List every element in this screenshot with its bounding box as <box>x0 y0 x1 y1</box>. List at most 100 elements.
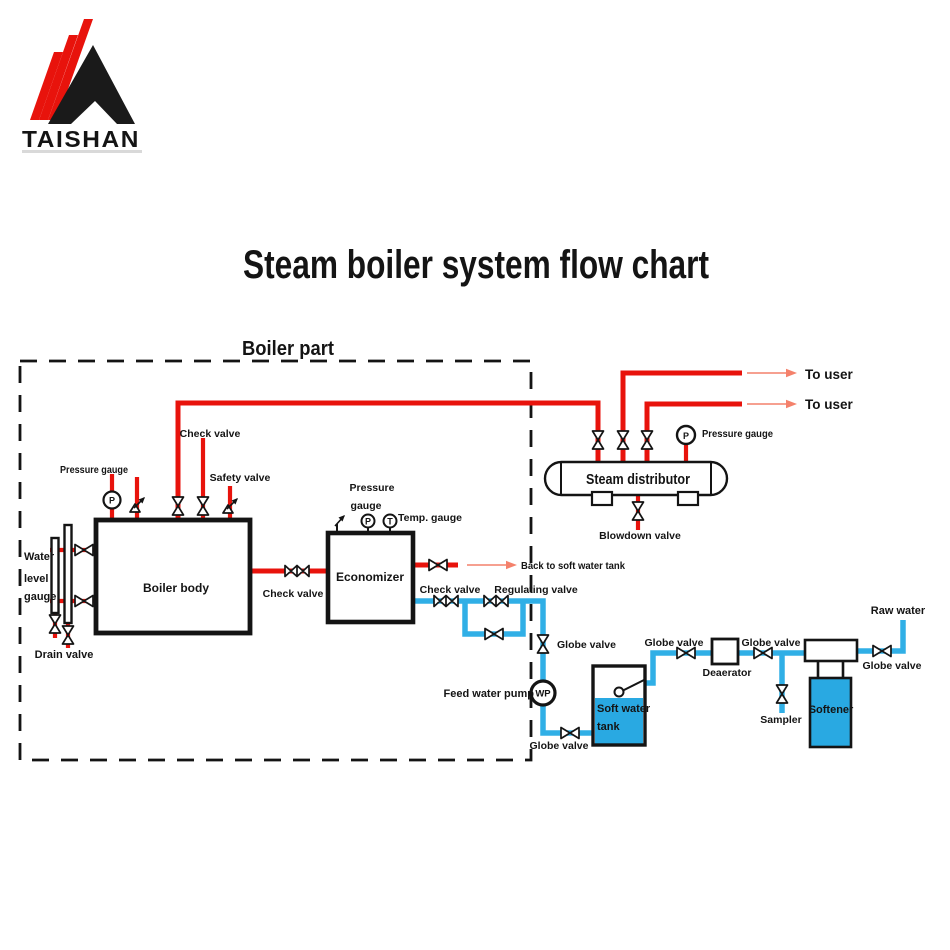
distributor-p-letter: P <box>683 431 689 441</box>
globe-valve-tank-label: Globe valve <box>645 637 704 649</box>
tank-border <box>591 664 647 747</box>
deaerator-label: Deaerator <box>702 667 751 679</box>
soft-water-tank: Soft water tank <box>591 664 651 747</box>
softener-body <box>808 676 853 749</box>
blowdown-valve-label: Blowdown valve <box>599 530 681 542</box>
regulating-valve-label: Regulating valve <box>494 584 578 596</box>
eco-pressure-label-2: gauge <box>351 500 382 512</box>
boiler-part-label: Boiler part <box>242 338 334 360</box>
sampler-label: Sampler <box>760 714 801 726</box>
temp-gauge-label: Temp. gauge <box>398 512 462 524</box>
economizer <box>325 530 416 625</box>
economizer-label: Economizer <box>336 570 404 584</box>
steam-valve-icon-2 <box>196 496 210 516</box>
boiler-pressure-gauge-label: Pressure gauge <box>60 464 128 476</box>
steam-valve-icon-1 <box>171 496 185 516</box>
boiler-p-letter: P <box>109 496 115 506</box>
logo-underline <box>22 150 142 153</box>
raw-water-pipe <box>857 620 906 654</box>
tank-water <box>595 698 643 744</box>
distributor-body <box>543 460 729 497</box>
gauge-tube-2 <box>63 523 73 625</box>
water-level-gauge <box>50 523 73 625</box>
eco-pressure-gauge-icon <box>360 513 376 529</box>
feed-water-pump-icon <box>529 679 557 707</box>
drain-valve-icon-1 <box>48 614 62 634</box>
globe-valve-icon-vertical <box>536 634 550 654</box>
blowdown-valve-icon <box>631 501 645 521</box>
water-level-gauge-label-2: level <box>24 573 48 585</box>
water-level-gauge-label-1: Water <box>24 551 55 563</box>
globe-valve-vertical-label: Globe valve <box>557 639 616 651</box>
flow-direction-arrows <box>467 368 797 570</box>
globe-valve-deaerator-label: Globe valve <box>742 637 801 649</box>
pump-letters: WP <box>535 689 551 700</box>
deaerator <box>710 637 740 666</box>
eco-p-letter: P <box>365 517 371 527</box>
boiler-part-boundary <box>18 359 533 762</box>
boiler-pressure-gauge-icon <box>102 490 122 510</box>
globe-valve-raw-label: Globe valve <box>863 660 922 672</box>
labels: Pressure gauge Check valve Safety valve … <box>24 367 926 752</box>
tank-label-line2: tank <box>597 721 621 733</box>
to-user-label-1: To user <box>805 367 854 382</box>
to-user-arrow-head-1 <box>786 368 797 378</box>
float-arm <box>621 679 645 692</box>
distributor-pressure-gauge-icon <box>675 424 697 446</box>
page-title: Steam boiler system flow chart <box>243 243 709 287</box>
drain-valve-label: Drain valve <box>35 649 94 661</box>
globe-valve-icon-tank <box>676 646 696 660</box>
gauge-tube-1 <box>50 536 60 615</box>
distributor-valve-icon-1 <box>591 430 605 450</box>
boiler-body-label: Boiler body <box>143 581 209 595</box>
distributor-pressure-gauge-label: Pressure gauge <box>702 428 773 440</box>
steam-distributor: Steam distributor P <box>543 424 729 507</box>
logo-stripe-1 <box>30 52 63 120</box>
eco-t-letter: T <box>387 517 393 527</box>
globe-valve-bottom-label: Globe valve <box>530 740 589 752</box>
softener-label: Softener <box>809 704 854 716</box>
check-valve-mid-label: Check valve <box>263 588 324 600</box>
feed-water-bypass-pipe <box>462 601 526 637</box>
float-ball-icon <box>613 686 625 698</box>
logo-mountain <box>48 45 135 124</box>
distributor-valve-icon-3 <box>640 430 654 450</box>
return-arrow-head <box>506 560 517 570</box>
distributor-valve-icon-2 <box>616 430 630 450</box>
to-user-label-2: To user <box>805 397 854 412</box>
globe-valve-icon-raw <box>872 644 892 658</box>
return-check-valve-icon <box>428 558 448 572</box>
taishan-logo: TAISHAN <box>22 19 142 153</box>
main-steam-pipe <box>175 400 601 520</box>
globe-valve-icon-deaerator <box>753 646 773 660</box>
boiler-body <box>93 517 253 636</box>
feed-water-main-pipe <box>413 598 593 736</box>
drain-valve-icon-2 <box>61 625 75 645</box>
raw-water-label: Raw water <box>871 605 926 617</box>
feed-water-pump-label: Feed water pump <box>444 688 535 700</box>
gauge-valve-icon-upper <box>74 543 94 557</box>
check-valve-icon-mid <box>284 564 310 578</box>
regulating-valve-icon <box>483 594 509 608</box>
distributor-leg-left <box>590 490 614 507</box>
bypass-valve-icon <box>484 627 504 641</box>
check-valve-top-label: Check valve <box>180 428 241 440</box>
logo-stripe-3 <box>48 19 93 120</box>
softener: Softener <box>803 638 859 749</box>
return-label: Back to soft water tank <box>521 560 625 572</box>
distributor-label: Steam distributor <box>586 472 690 488</box>
feed-check-valve-label: Check valve <box>420 584 481 596</box>
eco-pressure-label-1: Pressure <box>350 482 395 494</box>
sampler-valve-icon <box>775 684 789 704</box>
globe-valve-icon-bottom <box>560 726 580 740</box>
softener-cap <box>803 638 859 663</box>
logo-brand-text: TAISHAN <box>22 126 140 152</box>
water-level-gauge-label-3: gauge <box>24 591 56 603</box>
eco-temp-gauge-icon <box>382 513 398 529</box>
distributor-leg-right <box>676 490 700 507</box>
logo-stripe-2 <box>39 35 78 120</box>
feed-check-valve-icon <box>433 594 459 608</box>
vent-valve-icon <box>334 514 346 534</box>
gauge-valve-icon-lower <box>74 594 94 608</box>
